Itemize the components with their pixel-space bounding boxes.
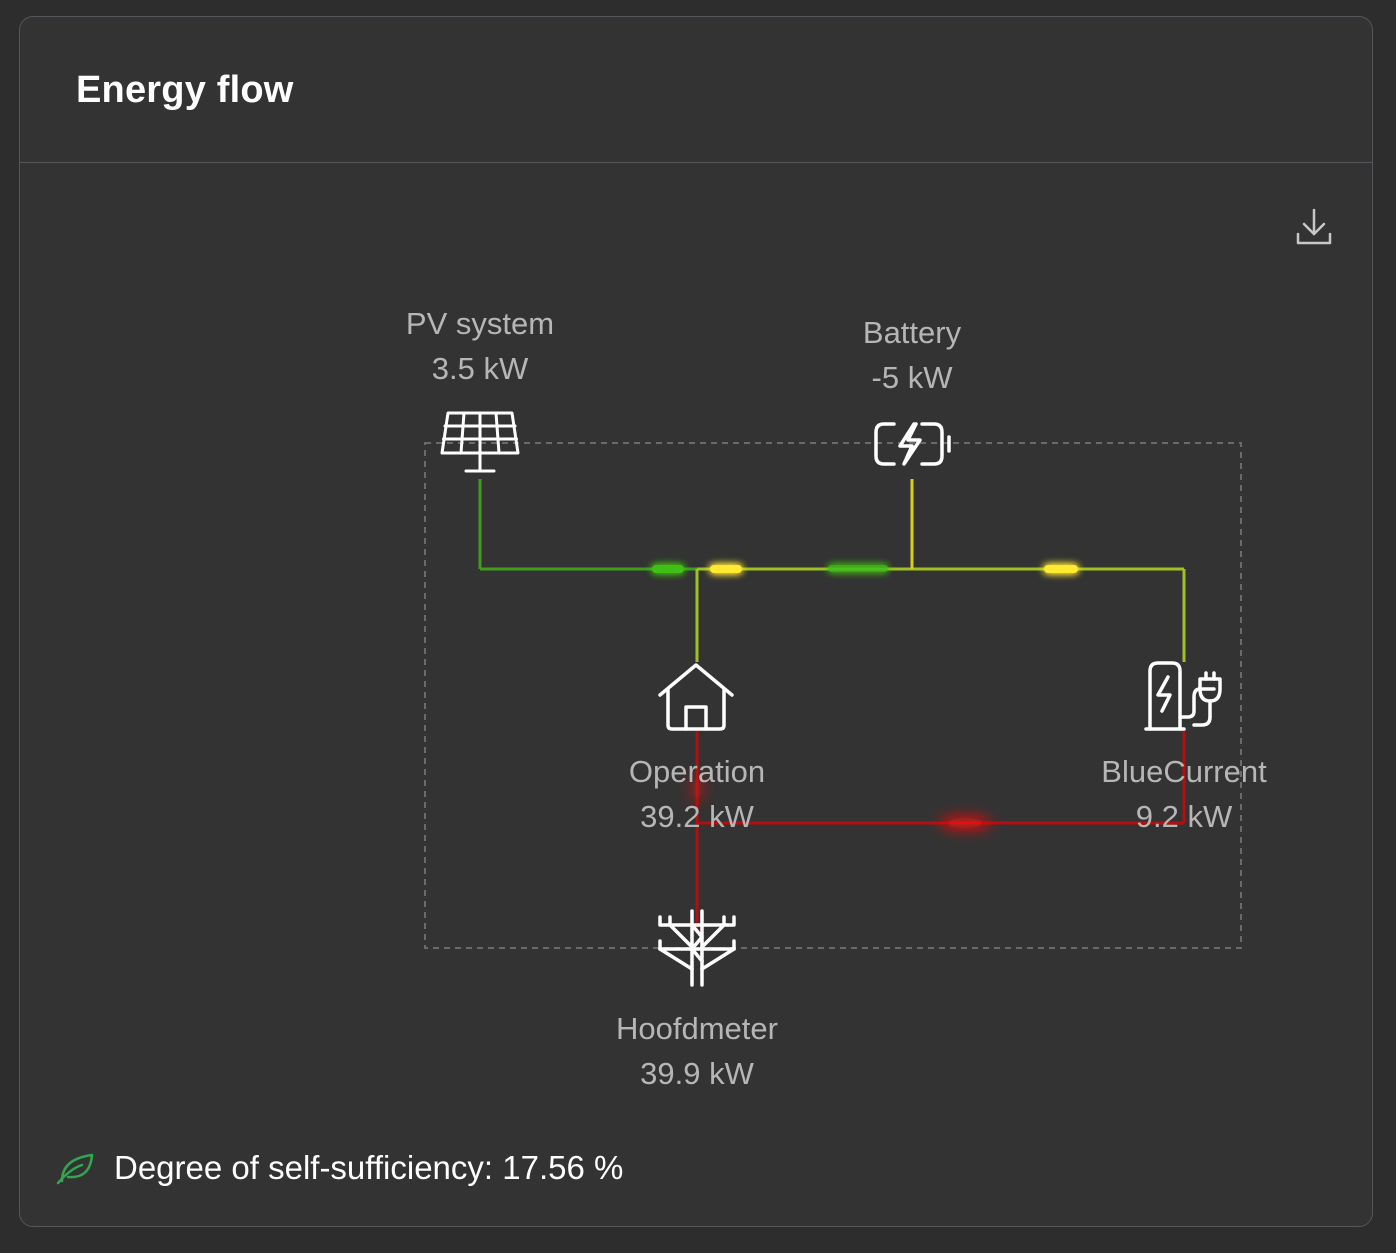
operation-value: 39.2 kW [640,799,754,834]
hoofdmeter-label: Hoofdmeter 39.9 kW [547,1006,847,1096]
power-pylon-icon[interactable] [656,907,738,992]
bluecurrent-label: BlueCurrent 9.2 kW [1034,749,1334,839]
grid-flow-pulse [939,817,991,829]
battery-value: -5 kW [871,360,953,395]
download-icon [1296,208,1332,245]
download-button[interactable] [1292,205,1336,249]
hoofdmeter-value: 39.9 kW [640,1056,754,1091]
battery-charging-icon[interactable] [872,420,954,473]
solar-panel-icon[interactable] [440,409,520,480]
pv-system-name: PV system [405,306,555,341]
mixed-flow-lines [695,567,1186,662]
operation-label: Operation 39.2 kW [547,749,847,839]
house-icon[interactable] [656,661,736,738]
bluecurrent-name: BlueCurrent [1101,754,1267,789]
bluecurrent-value: 9.2 kW [1135,799,1233,834]
energy-flow-card: Energy flow [19,16,1373,1227]
ev-charger-icon[interactable] [1144,661,1226,738]
operation-name: Operation [628,754,766,789]
flow-pulses [652,565,1078,573]
card-header: Energy flow [20,17,1372,163]
energy-flow-diagram [424,442,1242,949]
solar-flow-lines [478,479,697,571]
system-boundary [424,442,1242,949]
card-title: Energy flow [76,69,294,111]
battery-name: Battery [862,315,962,350]
self-sufficiency-row: Degree of self-sufficiency: 17.56 % [56,1146,623,1190]
self-sufficiency-text: Degree of self-sufficiency: 17.56 % [114,1149,624,1186]
pv-system-label: PV system 3.5 kW [330,301,630,391]
hoofdmeter-name: Hoofdmeter [616,1011,778,1046]
battery-label: Battery -5 kW [762,310,1062,400]
leaf-icon [56,1153,94,1185]
pv-system-value: 3.5 kW [431,351,529,386]
grid-flow-pulse [691,775,703,803]
